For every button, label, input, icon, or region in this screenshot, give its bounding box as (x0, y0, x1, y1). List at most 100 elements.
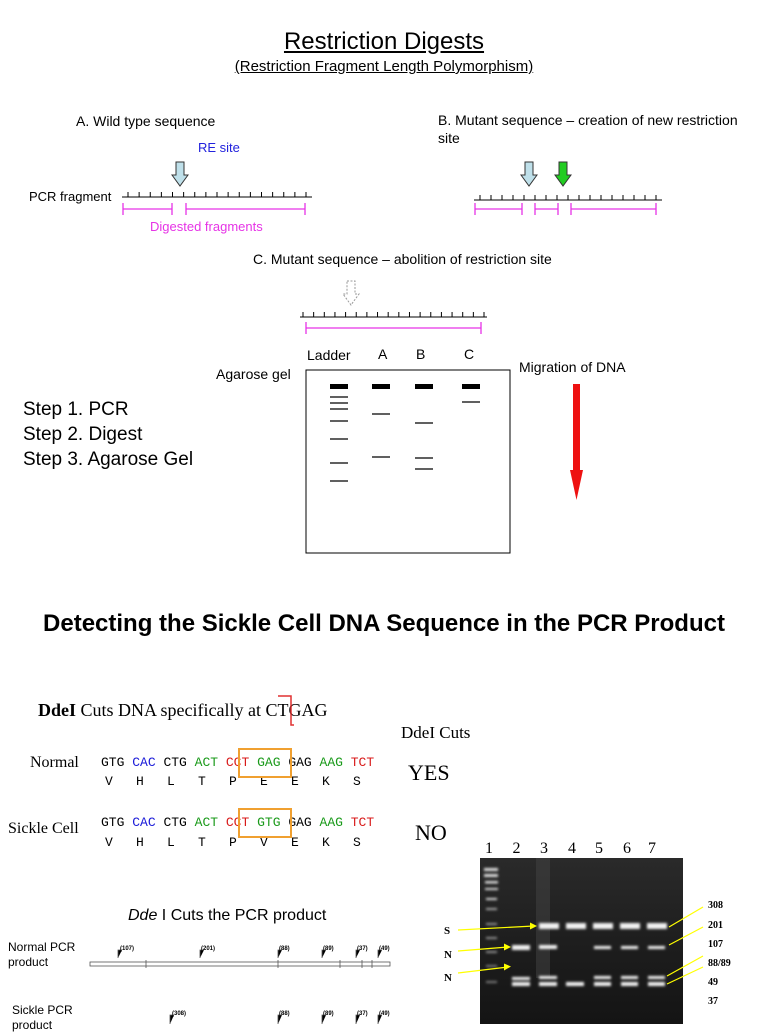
codon: GTG (101, 815, 125, 830)
codon: ACT (194, 755, 219, 770)
amino-acid: H (136, 774, 144, 789)
codon: GTG (101, 755, 125, 770)
fragment-c-ruler (300, 312, 487, 318)
amino-acid: E (260, 774, 268, 789)
re-site-arrow-b-icon (520, 161, 538, 187)
codon: CCT (225, 755, 250, 770)
amino-acid: S (353, 774, 361, 789)
fragment-b-ruler (474, 195, 662, 201)
page-title: Restriction Digests (283, 28, 485, 55)
re-site-arrow-icon (171, 161, 189, 187)
lane-number: 7 (648, 840, 656, 857)
codon: CCT (225, 815, 250, 830)
gel-label-s: S (444, 925, 451, 937)
gel-photo (457, 858, 704, 1024)
codon: AAG (319, 755, 343, 770)
lane-number: 1 (485, 840, 493, 857)
section-a-label: A. Wild type sequence (76, 113, 216, 129)
sickle-heading: Detecting the Sickle Cell DNA Sequence i… (43, 610, 725, 637)
lane-label-a: A (378, 346, 388, 362)
section-b-label-line2: site (438, 130, 460, 146)
gel-size-308: 308 (708, 900, 723, 911)
dde-cuts-title: Dde I Cuts the PCR product (128, 907, 326, 925)
normal-frag-label: (201) (201, 946, 215, 952)
amino-acid: T (198, 774, 206, 789)
lane-number: 4 (568, 840, 576, 857)
pcr-product-maps: (107) (201) (88) (89) (37) (49) (308) (8… (89, 946, 391, 1024)
ddei-text-pre: Cuts DNA specifically at C (76, 700, 278, 720)
amino-acid: E (291, 774, 299, 789)
amino-acid: K (322, 835, 330, 850)
normal-frag-label: (107) (120, 946, 134, 952)
section-c-label: C. Mutant sequence – abolition of restri… (253, 251, 552, 267)
dde-title-rest: I Cuts the PCR product (157, 907, 327, 924)
normal-frag-label: (37) (357, 946, 368, 952)
lane-number: 6 (623, 840, 631, 857)
gel-size-88-89: 88/89 (708, 958, 731, 969)
amino-acid: L (167, 774, 175, 789)
normal-frag-label: (89) (323, 946, 334, 952)
section-b-label-line1: B. Mutant sequence – creation of new res… (438, 112, 738, 128)
ddei-cuts-header: DdeI Cuts (401, 723, 471, 742)
lane-label-c: C (464, 346, 475, 362)
lane-number: 5 (595, 840, 603, 857)
sickle-frag-label: (49) (379, 1011, 390, 1017)
fragment-a-ruler (122, 192, 312, 198)
gel-size-37: 37 (708, 996, 718, 1007)
lane-label-b: B (416, 346, 426, 362)
migration-label: Migration of DNA (519, 359, 626, 375)
gel-size-201: 201 (708, 920, 723, 931)
sickle-cut-site-box (238, 808, 292, 838)
sickle-cell-label: Sickle Cell (8, 820, 79, 837)
sickle-frag-label: (88) (279, 1011, 290, 1017)
normal-cuts-yes: YES (408, 760, 450, 785)
amino-acid: V (105, 774, 113, 789)
ddei-enzyme-name: DdeI (38, 700, 77, 720)
amino-acid: V (105, 835, 113, 850)
digested-fragments-a (122, 203, 306, 215)
pcr-fragment-label: PCR fragment (29, 189, 112, 204)
codon: AAG (319, 815, 343, 830)
step-1: Step 1. PCR (23, 399, 129, 420)
steps-list: Step 1. PCR Step 2. Digest Step 3. Agaro… (23, 397, 193, 472)
dde-title-italic: Dde (128, 907, 158, 924)
amino-acid: H (136, 835, 144, 850)
cut-site-bracket-icon (278, 695, 294, 726)
amino-acid: T (198, 835, 206, 850)
amino-acid: P (229, 835, 237, 850)
agarose-gel-diagram (305, 369, 511, 554)
step-3: Step 3. Agarose Gel (23, 449, 194, 470)
amino-acid: P (229, 774, 237, 789)
sickle-pcr-line1: Sickle PCR (12, 1003, 73, 1017)
amino-acid: L (167, 835, 175, 850)
lane-number: 2 (512, 840, 521, 857)
sickle-cuts-no: NO (415, 820, 447, 845)
restriction-diagrams (122, 161, 662, 554)
normal-pcr-line1: Normal PCR (8, 940, 76, 954)
codon: CTG (163, 755, 187, 770)
amino-acid: K (322, 774, 330, 789)
gel-size-49: 49 (708, 977, 718, 988)
ddei-statement: DdeI Cuts DNA specifically at CTGAG (38, 700, 328, 721)
ddei-text-post: TGAG (277, 700, 328, 720)
lane-number: 3 (540, 840, 548, 857)
sickle-frag-label: (37) (357, 1011, 368, 1017)
gel-label-n1: N (444, 949, 452, 961)
amino-acid: E (291, 835, 299, 850)
codon: CAC (132, 815, 156, 830)
re-site-label: RE site (198, 140, 240, 155)
step-2: Step 2. Digest (23, 424, 143, 445)
agarose-gel-label: Agarose gel (216, 366, 291, 382)
codon: GAG (288, 755, 312, 770)
undigested-fragment-c (305, 322, 482, 334)
migration-arrow-icon (570, 384, 583, 500)
normal-cut-site-box (238, 748, 292, 778)
codon: TCT (350, 815, 375, 830)
section-b-label: B. Mutant sequence – creation of new res… (438, 111, 738, 147)
codon: ACT (194, 815, 219, 830)
normal-codon-row: GTG CAC CTG ACT CCT GAG GAG AAG TCT (101, 755, 374, 770)
codon: CTG (163, 815, 187, 830)
digested-fragments-b (474, 203, 657, 215)
